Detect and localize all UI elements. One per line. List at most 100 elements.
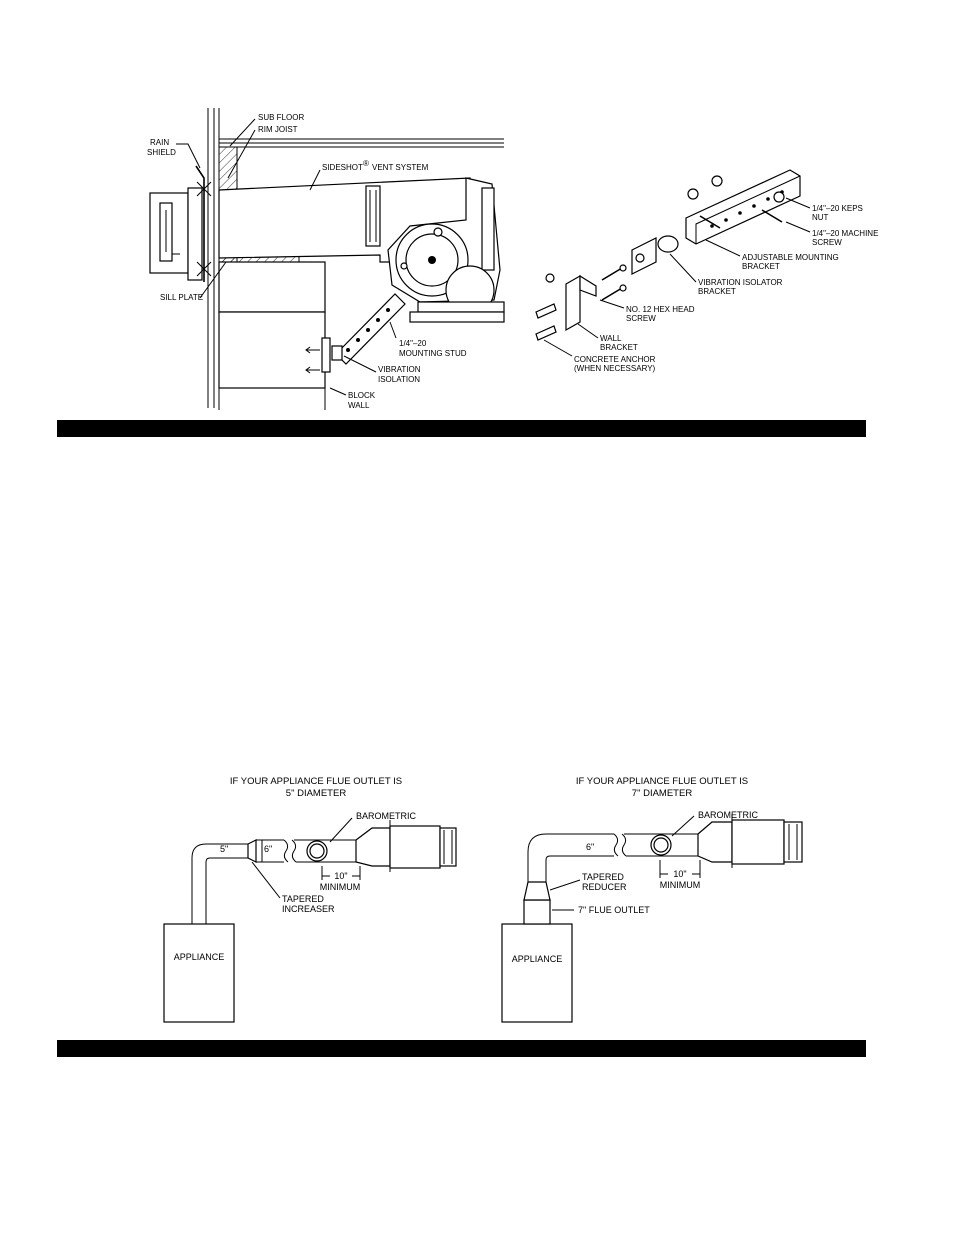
appliance-label: APPLIANCE xyxy=(512,954,563,964)
flue-diagram-5-inch: IF YOUR APPLIANCE FLUE OUTLET IS 5" DIAM… xyxy=(163,776,457,1023)
keps-nut xyxy=(773,191,785,203)
bracket-hole xyxy=(386,308,390,312)
bracket-nut xyxy=(545,273,555,283)
label-vibration-isolator: VIBRATION ISOLATOR xyxy=(698,278,783,287)
bracket-hole xyxy=(346,348,350,352)
label-hex-screw: NO. 12 HEX HEAD xyxy=(626,305,695,314)
machine-screw xyxy=(761,209,783,223)
title-7-inch-diameter: 7" DIAMETER xyxy=(632,788,693,799)
tapered-increaser xyxy=(247,839,257,863)
flue-outlet-collar xyxy=(523,899,551,925)
elbow-pipe-outer xyxy=(191,843,248,924)
bracket-hole xyxy=(376,318,380,322)
leader-rim-joist xyxy=(227,129,256,179)
label-vibration-isolator: BRACKET xyxy=(698,287,736,296)
bracket-hole xyxy=(724,218,728,222)
label-increaser: INCREASER xyxy=(282,904,335,914)
hex-head-screw xyxy=(601,267,623,281)
rain-shield xyxy=(195,165,205,282)
leader-wall-bracket xyxy=(577,323,599,339)
label-block-wall: BLOCK xyxy=(348,391,376,400)
wall-bracket xyxy=(321,337,331,373)
keps-nut xyxy=(711,175,723,187)
leader-rain-shield xyxy=(176,143,201,169)
elbow-pipe-outer xyxy=(527,833,614,882)
leader-vibration-isolation xyxy=(343,355,377,373)
title-5-inch-diameter: 5" DIAMETER xyxy=(286,788,347,799)
section-bar xyxy=(57,420,866,437)
pipe-break xyxy=(613,833,619,857)
label-barometric: BAROMETRIC xyxy=(356,811,417,821)
machine-screw xyxy=(699,215,721,229)
leader-block-wall xyxy=(329,387,347,396)
label-rim-joist: RIM JOIST xyxy=(258,125,298,134)
leader-barometric xyxy=(671,815,695,837)
adjustable-mounting-bracket-edge xyxy=(695,175,801,244)
blower-hub xyxy=(428,256,436,264)
rain-shield-cross xyxy=(196,181,212,197)
leader-adjustable-bracket xyxy=(705,239,741,257)
title-7-inch: IF YOUR APPLIANCE FLUE OUTLET IS xyxy=(576,776,748,787)
leader-tapered-reducer xyxy=(549,879,581,891)
bracket-hole xyxy=(738,211,742,215)
label-tapered: TAPERED xyxy=(282,894,324,904)
hex-head xyxy=(619,264,627,272)
anchor-screw xyxy=(306,349,320,371)
elbow-pipe-inner xyxy=(545,855,614,882)
leader-sill-plate xyxy=(199,261,227,299)
bracket-hole xyxy=(766,197,770,201)
leader-tapered-increaser xyxy=(251,861,281,899)
label-wall-bracket: BRACKET xyxy=(600,343,638,352)
isolator-nut xyxy=(635,253,645,263)
dim-minimum: MINIMUM xyxy=(660,880,701,890)
label-mounting-stud: MOUNTING STUD xyxy=(399,349,467,358)
label-concrete-anchor: (WHEN NECESSARY) xyxy=(574,364,656,373)
label-tapered: TAPERED xyxy=(582,872,624,882)
label-reducer: REDUCER xyxy=(582,882,627,892)
label-flue-outlet: 7" FLUE OUTLET xyxy=(578,905,650,915)
label-keps-nut: NUT xyxy=(812,213,829,222)
sideshot-taper xyxy=(697,821,733,863)
motor-base xyxy=(409,311,505,323)
block-wall xyxy=(218,261,326,313)
label-rain-shield: SHIELD xyxy=(147,148,176,157)
sideshot-taper xyxy=(355,827,391,867)
bracket-hole xyxy=(752,204,756,208)
pipe-6-inch xyxy=(294,839,356,863)
label-rain-shield: RAIN xyxy=(150,138,169,147)
pipe-break xyxy=(621,833,627,857)
pipe-break xyxy=(291,839,297,863)
keps-nut xyxy=(687,188,699,200)
label-keps-nut: 1/4"–20 KEPS xyxy=(812,204,863,213)
tapered-reducer xyxy=(523,881,551,901)
label-wall-bracket: WALL xyxy=(600,334,622,343)
appliance-label: APPLIANCE xyxy=(174,952,225,962)
dim-10-inch: 10" xyxy=(334,871,347,881)
label-sill-plate: SILL PLATE xyxy=(160,293,203,302)
concrete-anchor xyxy=(535,325,557,341)
label-vent-system: VENT SYSTEM xyxy=(372,163,429,172)
sideshot-body xyxy=(731,819,785,865)
hex-head-screw xyxy=(601,287,623,301)
vibration-isolator xyxy=(331,345,343,361)
leader-barometric xyxy=(329,817,353,843)
blower-bolt xyxy=(433,227,443,237)
sideshot-end xyxy=(783,821,803,863)
flue-diagram-7-inch: IF YOUR APPLIANCE FLUE OUTLET IS 7" DIAM… xyxy=(501,776,803,1023)
vibration-isolator xyxy=(657,235,679,253)
elbow-pipe-inner xyxy=(205,857,248,924)
concrete-anchor xyxy=(535,303,557,319)
wall-bracket xyxy=(565,274,581,332)
vent-hood-flange xyxy=(187,187,203,281)
hex-head xyxy=(619,284,627,292)
blower-bolt xyxy=(400,262,408,270)
barometric-damper-inner xyxy=(653,837,669,853)
section-bar xyxy=(57,1040,866,1057)
leader-mounting-stud xyxy=(389,321,397,339)
leader-hex-screw xyxy=(599,299,625,309)
rain-shield-cross xyxy=(196,261,212,277)
label-concrete-anchor: CONCRETE ANCHOR xyxy=(574,355,656,364)
leader-concrete-anchor xyxy=(543,339,573,357)
anchor-arrow xyxy=(305,346,311,374)
